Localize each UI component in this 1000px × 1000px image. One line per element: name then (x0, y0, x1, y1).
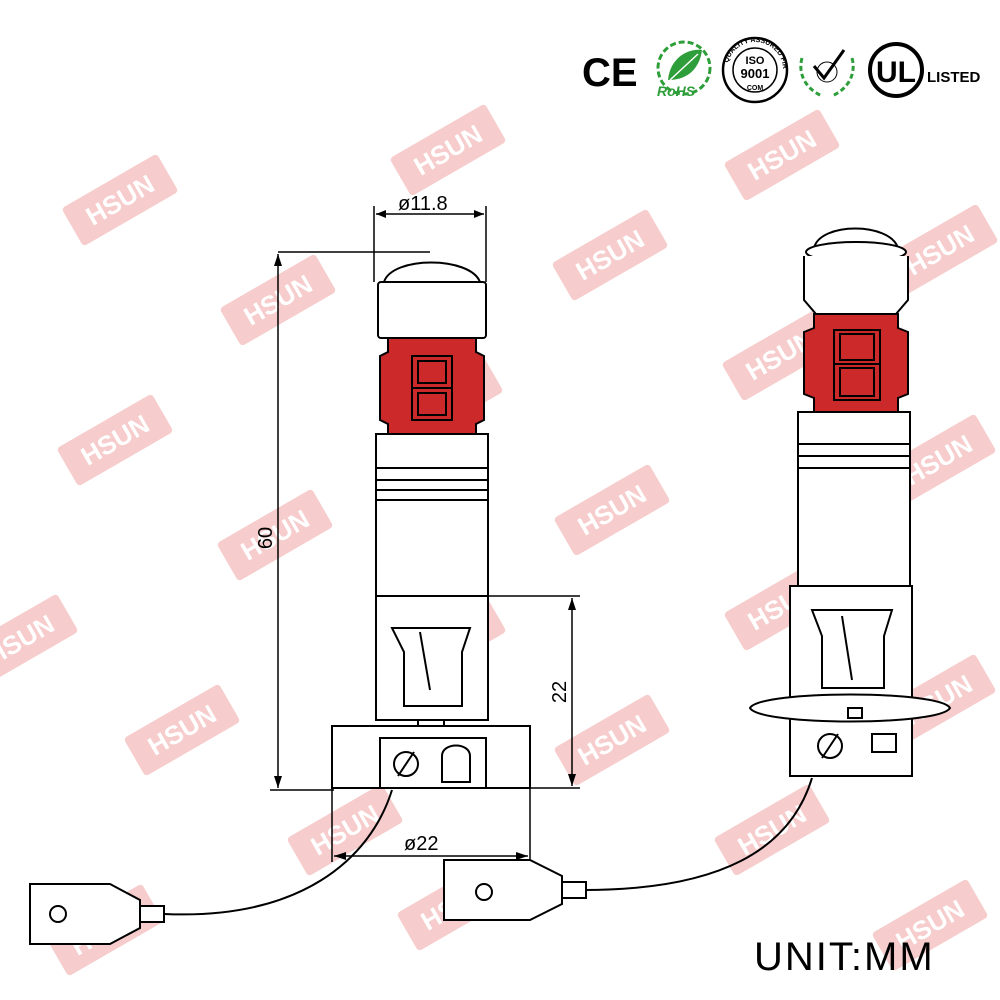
watermark-tile: HSUN (62, 154, 178, 246)
ul-label: UL (876, 56, 916, 89)
watermark-badge (714, 784, 830, 876)
watermark-badge (62, 154, 178, 246)
dimension-arrows (274, 210, 576, 860)
bulb-front-view (331, 261, 531, 789)
watermark-tile: HSUN (57, 394, 173, 486)
check-icon (812, 49, 846, 81)
spade-terminal (29, 883, 141, 945)
watermark-badge (57, 394, 173, 486)
rohs-logo: RoHS (656, 40, 712, 99)
watermark-badge (552, 209, 668, 301)
base-height-label: 22 (549, 681, 571, 703)
watermark-badge (390, 104, 506, 196)
watermark-tile: HSUN (0, 594, 78, 686)
lens-diameter-label: ø11.8 (398, 193, 448, 215)
watermark-badge (287, 784, 403, 876)
base-diameter-label: ø22 (404, 833, 438, 855)
iso-number: 9001 (741, 66, 770, 81)
wreath-check-logo (799, 49, 855, 98)
iso-label: ISO (746, 55, 765, 67)
terminal-crimp-right (561, 881, 587, 899)
base-clip (390, 627, 472, 707)
ce-mark: CE (582, 51, 638, 95)
certification-logos: CE RoHS QUALITY ASSURED FIRM ISO 9001 CO… (0, 0, 981, 104)
watermark-badge (554, 464, 670, 556)
watermark-badge (217, 489, 333, 581)
bulb-head (377, 281, 487, 339)
watermark-tile: HSUN (124, 684, 240, 776)
watermark-badge (124, 684, 240, 776)
bulb-body (375, 467, 489, 597)
total-length-label: 60 (255, 527, 277, 549)
svg-text:QUALITY ASSURED FIRM: QUALITY ASSURED FIRM (0, 0, 788, 69)
dimension-labels: ø11.8 60 22 ø22 (255, 193, 571, 855)
ul-listed-label: LISTED (927, 69, 981, 86)
unit-label: UNIT:MM (754, 935, 935, 979)
watermark-tile: HSUN (554, 694, 670, 786)
lens-dome (382, 261, 482, 283)
watermark-badge (554, 694, 670, 786)
rohs-label: RoHS (657, 83, 696, 99)
spade-terminal-right (443, 859, 563, 921)
contact-tab (441, 744, 471, 783)
watermark-tile: HSUN (714, 784, 830, 876)
wire-left (29, 789, 393, 945)
bulb-body-right (797, 411, 911, 587)
watermark-tile: HSUN (724, 109, 840, 201)
bulb-head-right (803, 256, 909, 315)
dimension-lines (270, 206, 580, 862)
watermark-tile: HSUN (554, 464, 670, 556)
terminal-crimp (139, 905, 165, 923)
watermark-badge (0, 594, 78, 686)
bulb-neck (375, 433, 489, 469)
iso-ring-text: QUALITY ASSURED FIRM (0, 0, 788, 69)
bulb-side-view (748, 227, 952, 777)
watermark-tile: HSUN (552, 209, 668, 301)
watermark-badge (724, 109, 840, 201)
ul-listed-logo: UL LISTED (868, 42, 981, 98)
watermark-tile: HSUN (390, 104, 506, 196)
base-clip-right (810, 609, 894, 689)
watermark-badge (882, 204, 998, 296)
iso-sub: COM (747, 85, 764, 92)
watermark-badge (872, 879, 988, 971)
wire-right (443, 777, 813, 921)
